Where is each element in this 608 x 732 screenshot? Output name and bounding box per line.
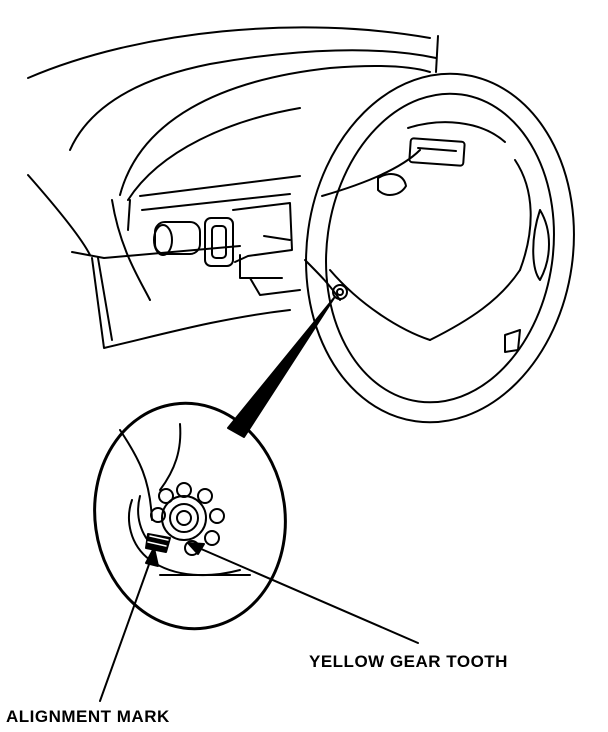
yellow-gear-tooth-label: YELLOW GEAR TOOTH [309, 652, 508, 671]
alignment-mark-label: ALIGNMENT MARK [6, 707, 170, 726]
combination-switch [153, 202, 301, 296]
dashboard [27, 26, 439, 349]
callout-pointer [227, 297, 335, 438]
steering-wheel [304, 72, 575, 424]
leader-lines [99, 542, 419, 702]
magnified-inset [93, 401, 287, 631]
